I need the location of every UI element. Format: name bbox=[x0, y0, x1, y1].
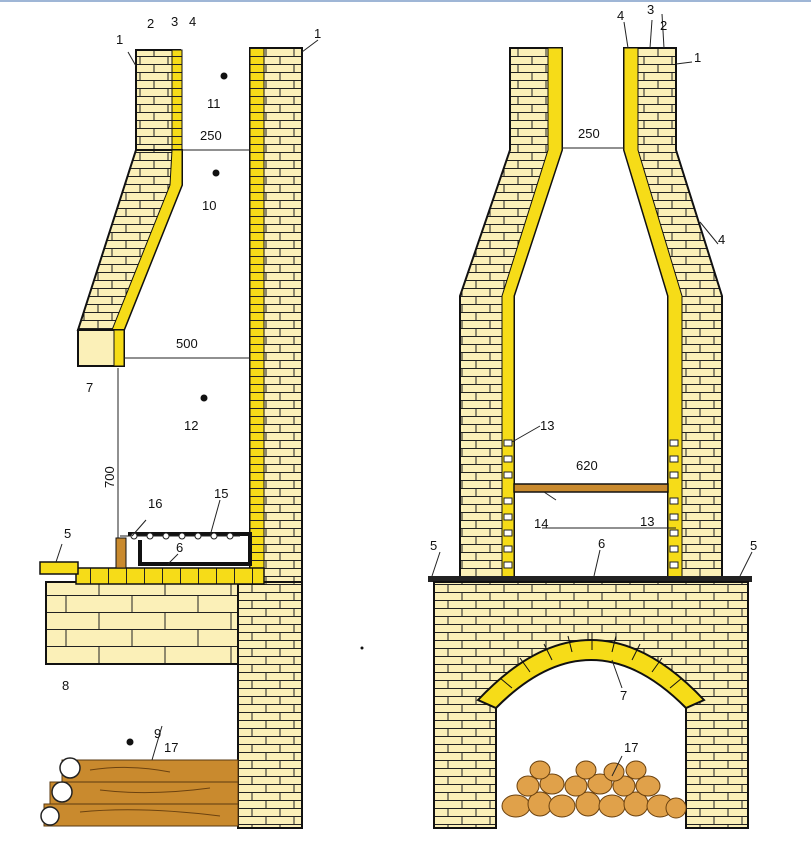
side-skewers bbox=[130, 532, 234, 540]
front-label-17: 17 bbox=[624, 740, 638, 755]
side-ledge bbox=[39, 561, 79, 575]
side-dim-500: 500 bbox=[176, 336, 198, 351]
front-label-2: 2 bbox=[660, 18, 667, 33]
front-label-6: 6 bbox=[598, 536, 605, 551]
front-arch bbox=[476, 639, 706, 710]
side-label-7: 7 bbox=[86, 380, 93, 395]
side-label-1a: 1 bbox=[116, 32, 123, 47]
side-label-10: 10 bbox=[202, 198, 216, 213]
front-slab bbox=[428, 576, 752, 582]
top-border bbox=[0, 0, 811, 2]
side-leader-lines bbox=[55, 39, 319, 761]
front-label-13a: 13 bbox=[540, 418, 554, 433]
side-dot-11 bbox=[220, 72, 228, 80]
stray-dot bbox=[360, 646, 364, 650]
side-label-6: 6 bbox=[176, 540, 183, 555]
side-dot-9 bbox=[126, 738, 134, 746]
front-firewood bbox=[501, 760, 687, 819]
front-label-4a: 4 bbox=[617, 8, 624, 23]
front-label-1: 1 bbox=[694, 50, 701, 65]
side-label-16: 16 bbox=[148, 496, 162, 511]
side-firewood bbox=[40, 757, 239, 827]
front-arch-joints bbox=[499, 632, 683, 689]
side-dot-12 bbox=[200, 394, 208, 402]
side-base-slab bbox=[45, 581, 251, 665]
side-dot-10 bbox=[212, 169, 220, 177]
side-label-8: 8 bbox=[62, 678, 69, 693]
side-hearth-floor bbox=[75, 567, 265, 585]
front-view: 4 3 2 1 250 4 13 620 14 13 5 6 5 7 17 bbox=[428, 2, 757, 829]
side-label-15: 15 bbox=[214, 486, 228, 501]
side-label-2: 2 bbox=[147, 16, 154, 31]
front-leader-lines bbox=[431, 13, 753, 777]
side-label-12: 12 bbox=[184, 418, 198, 433]
front-label-14: 14 bbox=[534, 516, 548, 531]
side-back-lining bbox=[249, 47, 265, 584]
side-hood-upper-lining bbox=[171, 49, 183, 151]
front-dim-620: 620 bbox=[576, 458, 598, 473]
side-base-column bbox=[237, 581, 303, 829]
front-label-5b: 5 bbox=[750, 538, 757, 553]
side-label-4: 4 bbox=[189, 14, 196, 29]
front-dim-250: 250 bbox=[578, 126, 600, 141]
front-label-4b: 4 bbox=[718, 232, 725, 247]
side-dim-250: 250 bbox=[200, 128, 222, 143]
side-grill-support bbox=[115, 537, 127, 569]
side-label-17: 17 bbox=[164, 740, 178, 755]
front-supports-left bbox=[503, 439, 513, 569]
front-grill-bar bbox=[513, 483, 669, 493]
side-label-1b: 1 bbox=[314, 26, 321, 41]
front-supports-right bbox=[669, 439, 679, 569]
side-label-9: 9 bbox=[154, 726, 161, 741]
side-label-5: 5 bbox=[64, 526, 71, 541]
front-label-3: 3 bbox=[647, 2, 654, 17]
side-section: 1 2 3 4 1 11 250 10 500 7 12 700 16 15 5… bbox=[39, 14, 364, 829]
front-label-7: 7 bbox=[620, 688, 627, 703]
side-label-3: 3 bbox=[171, 14, 178, 29]
front-label-5a: 5 bbox=[430, 538, 437, 553]
side-dim-700: 700 bbox=[102, 466, 117, 488]
side-label-11: 11 bbox=[207, 96, 221, 111]
front-label-13b: 13 bbox=[640, 514, 654, 529]
side-lintel-lining bbox=[113, 329, 125, 367]
